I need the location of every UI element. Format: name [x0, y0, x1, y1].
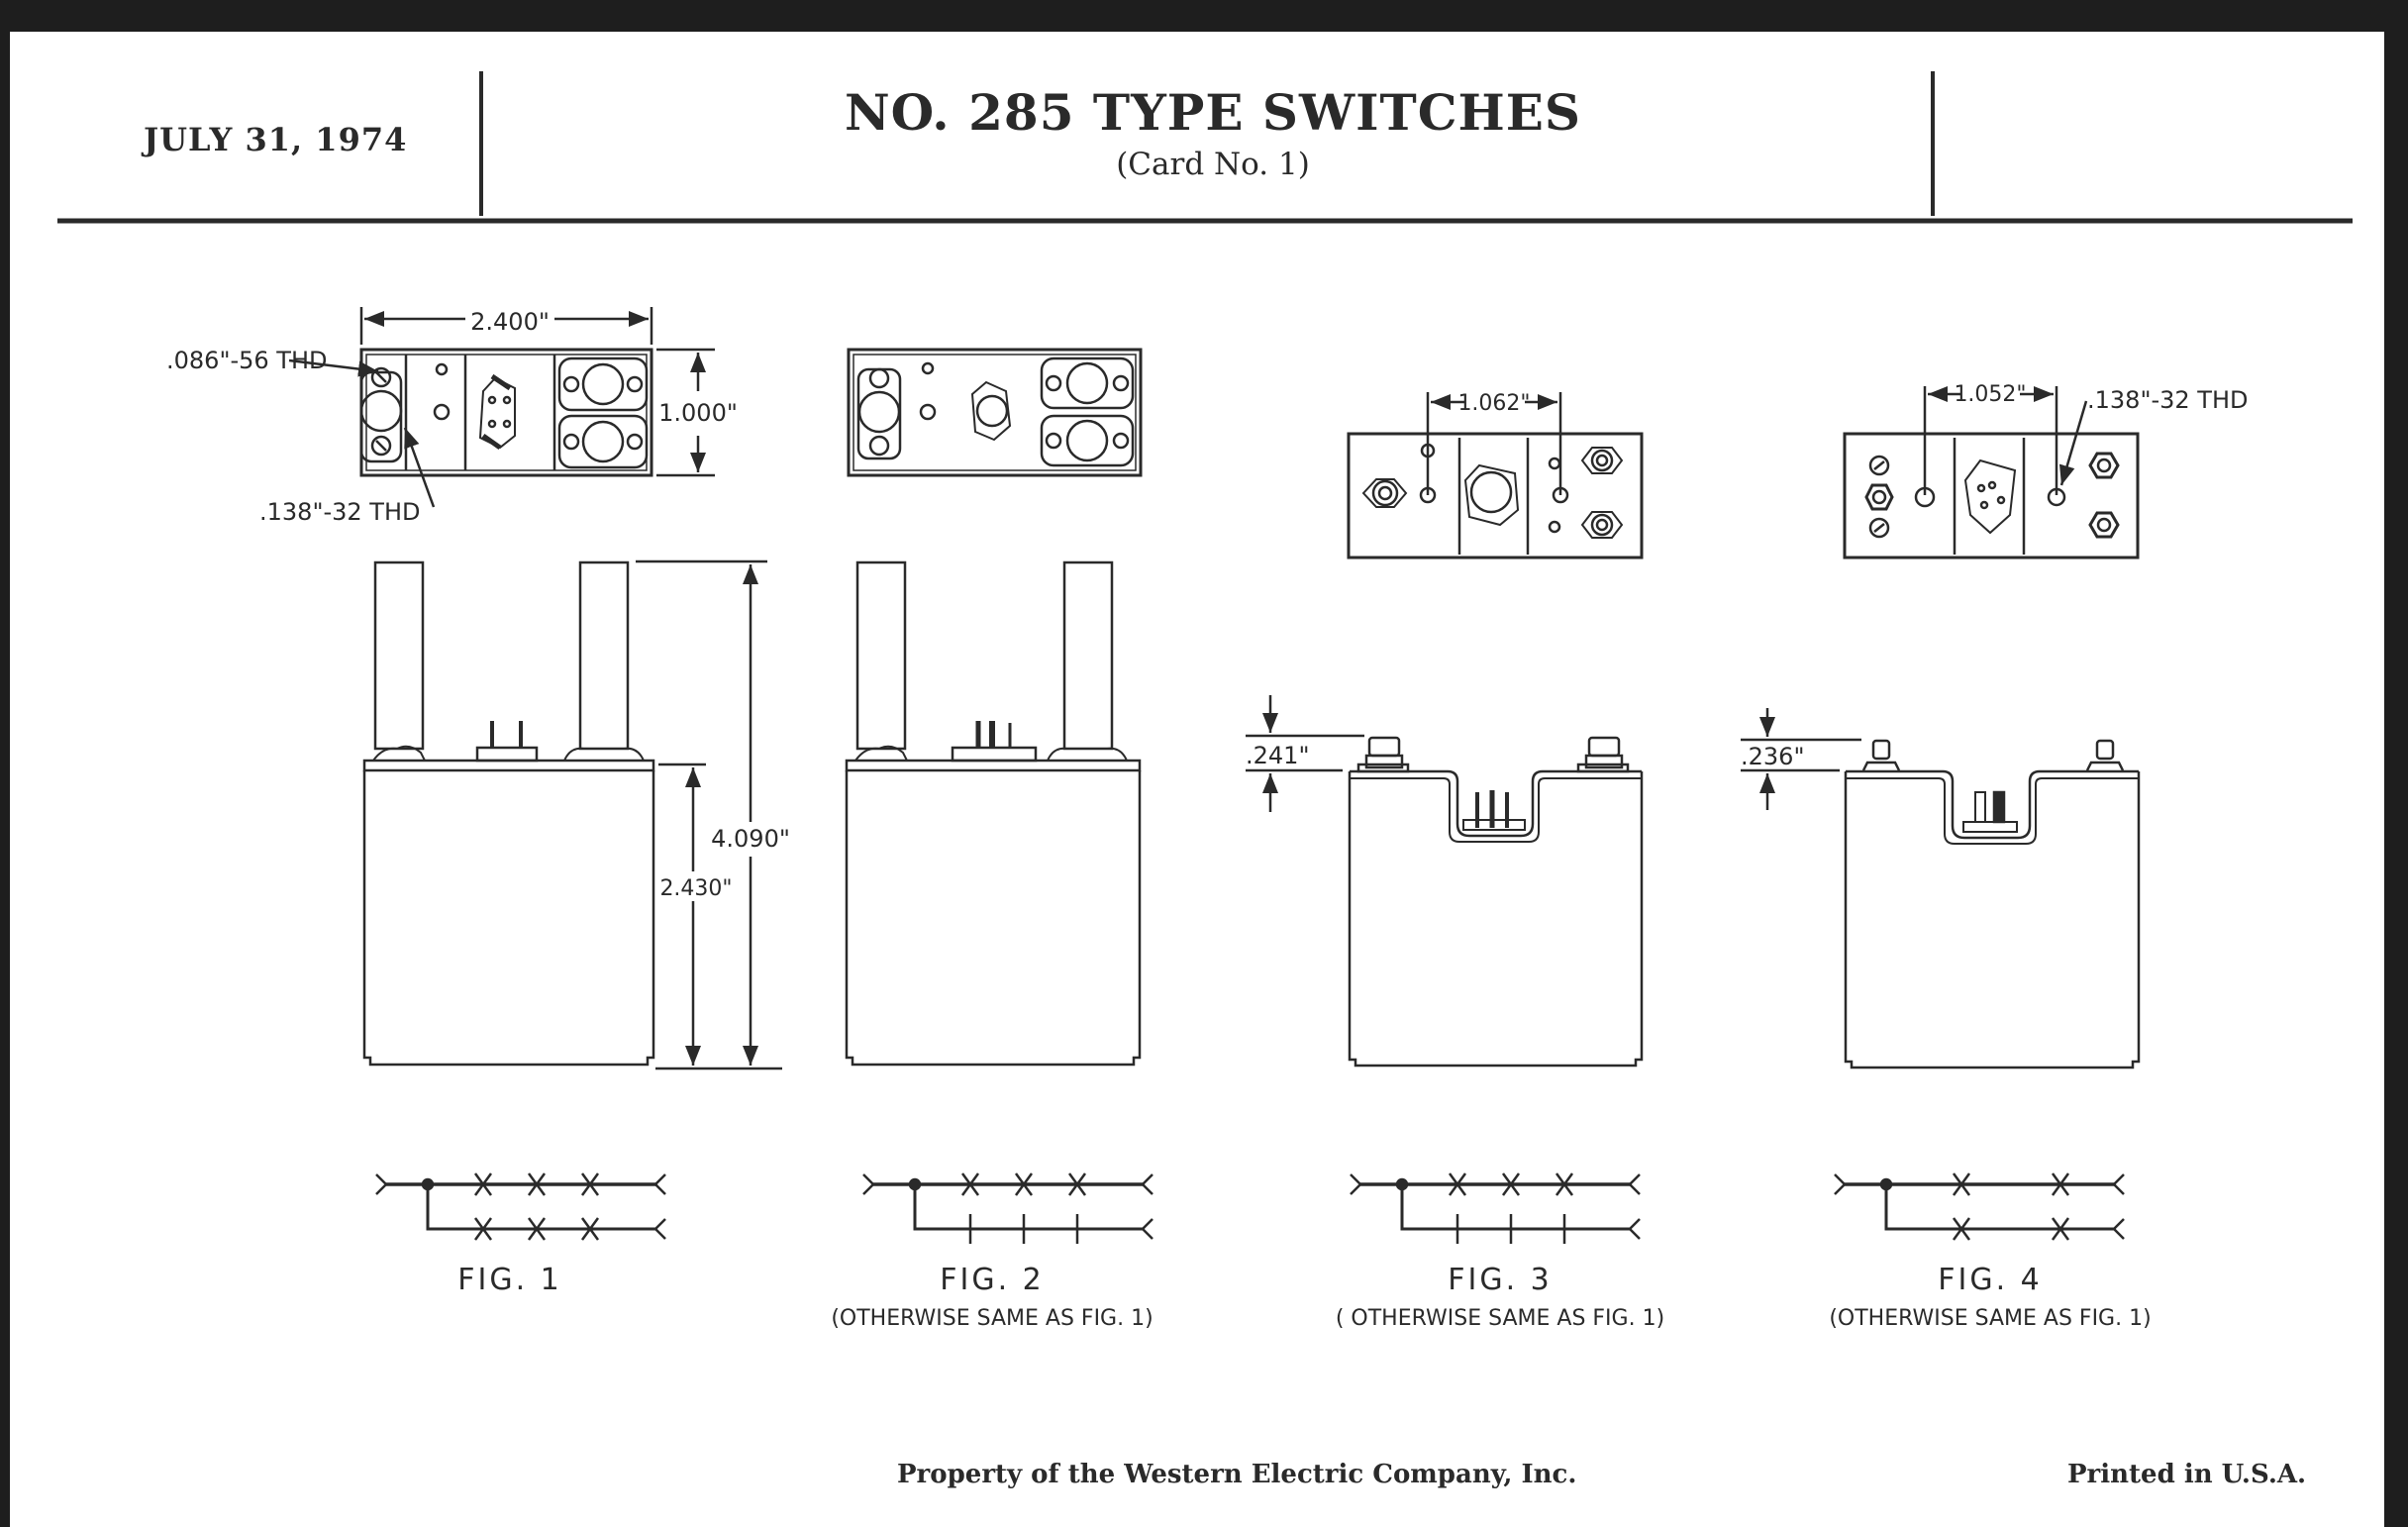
fig1-body-height-dimension: 2.430": [659, 876, 732, 901]
fig4-label: FIG. 4: [1938, 1263, 2043, 1297]
fig1-top-view: [288, 307, 715, 508]
fig4-circuit-lower-line: [1884, 1184, 2116, 1231]
fig1-callout-138: .138"-32 THD: [259, 498, 421, 526]
fig1-circuit-lower-make-contact: [580, 1217, 600, 1241]
fig4-side-view: [1741, 708, 2141, 1069]
fig1-circuit-upper-make-contact: [527, 1172, 547, 1196]
fig1-callout-086: .086"-56 THD: [166, 347, 328, 374]
document-card: [10, 32, 2384, 1527]
fig1-circuit-upper-output-terminal: [653, 1173, 666, 1195]
date-label: JULY 31, 1974: [144, 121, 408, 158]
fig4-circuit-lower-make-contact: [1952, 1217, 1971, 1241]
fig3-note: ( OTHERWISE SAME AS FIG. 1): [1336, 1306, 1664, 1331]
fig1-circuit-upper-make-contact: [473, 1172, 493, 1196]
fig4-circuit-upper-output-terminal: [2112, 1173, 2125, 1195]
fig3-terminal-height-dimension: .241": [1246, 742, 1309, 769]
fig2-circuit-upper-make-contact: [1067, 1172, 1087, 1196]
fig1-circuit-lower-make-contact: [473, 1217, 493, 1241]
fig3-circuit-upper-make-contact: [1448, 1172, 1467, 1196]
fig2-circuit-upper-output-terminal: [1141, 1173, 1154, 1195]
fig2-circuit-input-terminal: [862, 1173, 875, 1195]
page-title: NO. 285 TYPE SWITCHES: [844, 83, 1582, 142]
fig1-circuit-lower-line: [426, 1184, 657, 1231]
fig1-side-view: [362, 560, 782, 1070]
fig2-side-view: [845, 560, 1142, 1067]
fig3-top-view: [1347, 392, 1644, 560]
fig4-top-view: [1843, 386, 2140, 560]
fig4-note: (OTHERWISE SAME AS FIG. 1): [1829, 1306, 2151, 1331]
fig4-terminal-height-dimension: .236": [1741, 743, 1804, 770]
fig4-circuit-lower-output-terminal: [2112, 1218, 2125, 1240]
fig1-label: FIG. 1: [457, 1263, 562, 1297]
fig2-circuit-lower-line: [913, 1184, 1145, 1231]
card-number: (Card No. 1): [1116, 147, 1310, 182]
fig3-circuit-lower-output-terminal: [1628, 1218, 1641, 1240]
fig3-circuit-upper-make-contact: [1555, 1172, 1574, 1196]
fig2-note: (OTHERWISE SAME AS FIG. 1): [831, 1306, 1153, 1331]
fig3-circuit-input-terminal: [1350, 1173, 1362, 1195]
fig3-side-view: [1246, 695, 1644, 1068]
fig2-label: FIG. 2: [940, 1263, 1045, 1297]
circuit-schematics: [375, 1172, 2125, 1244]
fig3-circuit-upper-make-contact: [1501, 1172, 1521, 1196]
fig1-circuit-input-terminal: [375, 1173, 388, 1195]
fig2-circuit-upper-make-contact: [960, 1172, 980, 1196]
fig1-circuit-upper-make-contact: [580, 1172, 600, 1196]
fig1-height-dimension: 1.000": [658, 399, 738, 427]
fig4-circuit-input-terminal: [1834, 1173, 1847, 1195]
fig3-circuit-lower-line: [1400, 1184, 1632, 1231]
fig1-overall-height-dimension: 4.090": [711, 825, 790, 853]
fig3-circuit-upper-output-terminal: [1628, 1173, 1641, 1195]
fig4-circuit-upper-make-contact: [2051, 1172, 2070, 1196]
fig2-top-view: [847, 348, 1143, 477]
fig4-circuit-upper-make-contact: [1952, 1172, 1971, 1196]
fig1-width-dimension: 2.400": [470, 308, 550, 336]
fig4-callout-138: .138"-32 THD: [2087, 386, 2249, 414]
fig1-circuit-lower-output-terminal: [653, 1218, 666, 1240]
footer-printed: Printed in U.S.A.: [2067, 1460, 2307, 1489]
fig3-spacing-dimension: 1.062": [1457, 391, 1530, 416]
footer-property: Property of the Western Electric Company…: [897, 1460, 1577, 1489]
fig3-label: FIG. 3: [1448, 1263, 1553, 1297]
fig4-spacing-dimension: 1.052": [1954, 382, 2026, 407]
fig2-circuit-upper-make-contact: [1014, 1172, 1034, 1196]
fig4-circuit-lower-make-contact: [2051, 1217, 2070, 1241]
fig1-circuit-lower-make-contact: [527, 1217, 547, 1241]
fig2-circuit-lower-output-terminal: [1141, 1218, 1154, 1240]
